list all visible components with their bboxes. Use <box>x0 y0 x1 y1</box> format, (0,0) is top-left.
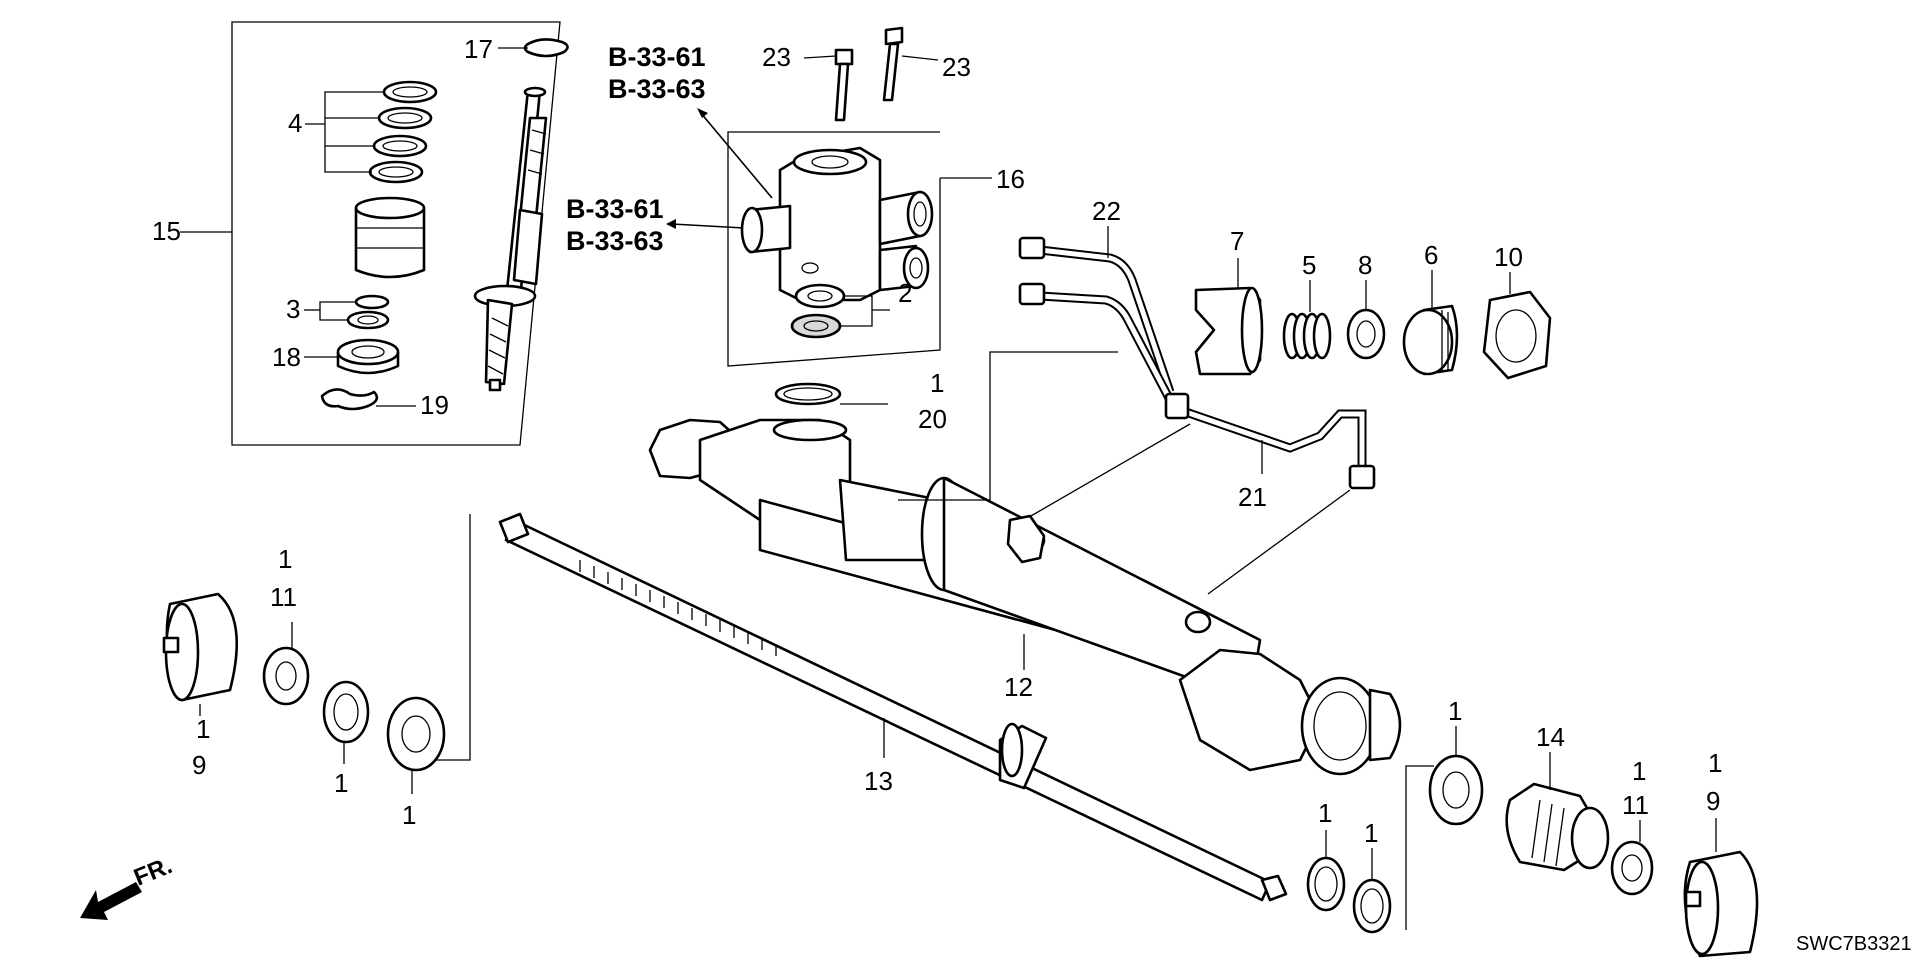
callout-4: 4 <box>288 108 302 138</box>
callout-7: 7 <box>1230 226 1244 256</box>
part-22-feed-pipes <box>1018 226 1175 403</box>
callout-5: 5 <box>1302 250 1316 280</box>
front-direction-label: FR. <box>130 852 176 892</box>
part-11-right-stopper <box>1610 820 1654 896</box>
callout-12: 12 <box>1004 672 1033 702</box>
callout-13: 13 <box>864 766 893 796</box>
callout-1-bearing-right: 1 <box>1448 696 1462 726</box>
callout-21: 21 <box>1238 482 1267 512</box>
part-5-spring <box>1282 280 1332 360</box>
ref-b-1: B-33-61 <box>566 194 664 224</box>
callout-18: 18 <box>272 342 301 372</box>
ref-b-2: B-33-63 <box>566 226 664 256</box>
part-9-left-boot-band <box>162 592 239 716</box>
callout-23-a: 23 <box>762 42 791 72</box>
part-2-seals <box>790 283 890 339</box>
ref-a-1: B-33-61 <box>608 42 706 72</box>
part-18-bearing <box>304 338 400 375</box>
callout-1-oring-a: 1 <box>1318 798 1332 828</box>
callout-23-b: 23 <box>942 52 971 82</box>
part-6-plug <box>1402 270 1459 376</box>
callout-1-11-left: 1 <box>278 544 292 574</box>
callout-16: 16 <box>996 164 1025 194</box>
callout-10: 10 <box>1494 242 1523 272</box>
left-end-parts <box>162 592 446 794</box>
callout-3: 3 <box>286 294 300 324</box>
callout-11-right: 11 <box>1622 790 1649 820</box>
callout-17: 17 <box>464 34 493 64</box>
part-17-clip <box>498 38 569 58</box>
part-3-rings <box>304 294 390 330</box>
callout-22: 22 <box>1092 196 1121 226</box>
ref-a-2: B-33-63 <box>608 74 706 104</box>
part-10-locknut <box>1482 272 1552 380</box>
part-8-washer <box>1346 280 1386 360</box>
callout-14: 14 <box>1536 722 1565 752</box>
part-1-oring-a <box>1306 830 1346 912</box>
part-9-right-boot-band <box>1683 818 1759 958</box>
callout-9-right: 9 <box>1706 786 1720 816</box>
pinion-valve-group <box>180 21 569 446</box>
front-direction-arrow: FR. <box>80 852 176 920</box>
pinion-shaft <box>473 86 548 392</box>
callout-1-11-right: 1 <box>1632 756 1646 786</box>
callout-19: 19 <box>420 390 449 420</box>
valve-sleeve <box>354 196 426 279</box>
callout-11-left: 11 <box>270 582 297 612</box>
valve-body-group <box>727 26 992 367</box>
end-plug-parts <box>1194 258 1552 380</box>
part-19-clip <box>320 388 416 411</box>
part-7-cylinder-end <box>1194 258 1264 376</box>
callout-1-oring-b: 1 <box>1364 818 1378 848</box>
part-1-right-bearing <box>1428 726 1484 826</box>
part-13-rack <box>436 512 1288 902</box>
callout-6: 6 <box>1424 240 1438 270</box>
reference-labels: B-33-61 B-33-63 B-33-61 B-33-63 <box>566 42 773 256</box>
part-1-left-bearing <box>386 696 446 794</box>
right-end-parts <box>1306 726 1759 958</box>
rack-teeth <box>579 560 777 656</box>
part-12-gear-housing <box>648 351 1402 776</box>
valve-body <box>740 146 934 302</box>
part-1-left-seal <box>322 680 370 764</box>
callout-1-bearing-left: 1 <box>402 800 416 830</box>
callout-15: 15 <box>152 216 181 246</box>
callout-numbers: 17 4 15 3 18 19 23 23 16 2 1 20 22 7 5 8… <box>152 34 1722 848</box>
diagram-code: SWC7B3321 <box>1796 933 1912 955</box>
group-frame-15 <box>231 21 561 446</box>
callout-1-20: 1 <box>930 368 944 398</box>
callout-1-seal-left: 1 <box>334 768 348 798</box>
callout-1-9-left: 1 <box>196 714 210 744</box>
callout-8: 8 <box>1358 250 1372 280</box>
part-14-tie-rod-end <box>1505 752 1610 872</box>
part-4-seals <box>305 80 438 184</box>
part-11-left-stopper <box>262 622 310 706</box>
part-21-return-pipe <box>1023 392 1376 595</box>
part-23-bolts <box>803 26 939 122</box>
callout-1-9-right: 1 <box>1708 748 1722 778</box>
part-1-oring-b <box>1352 765 1434 934</box>
part-20-oring <box>774 382 888 406</box>
callout-9-left: 9 <box>192 750 206 780</box>
callout-20: 20 <box>918 404 947 434</box>
callout-2: 2 <box>898 278 912 308</box>
